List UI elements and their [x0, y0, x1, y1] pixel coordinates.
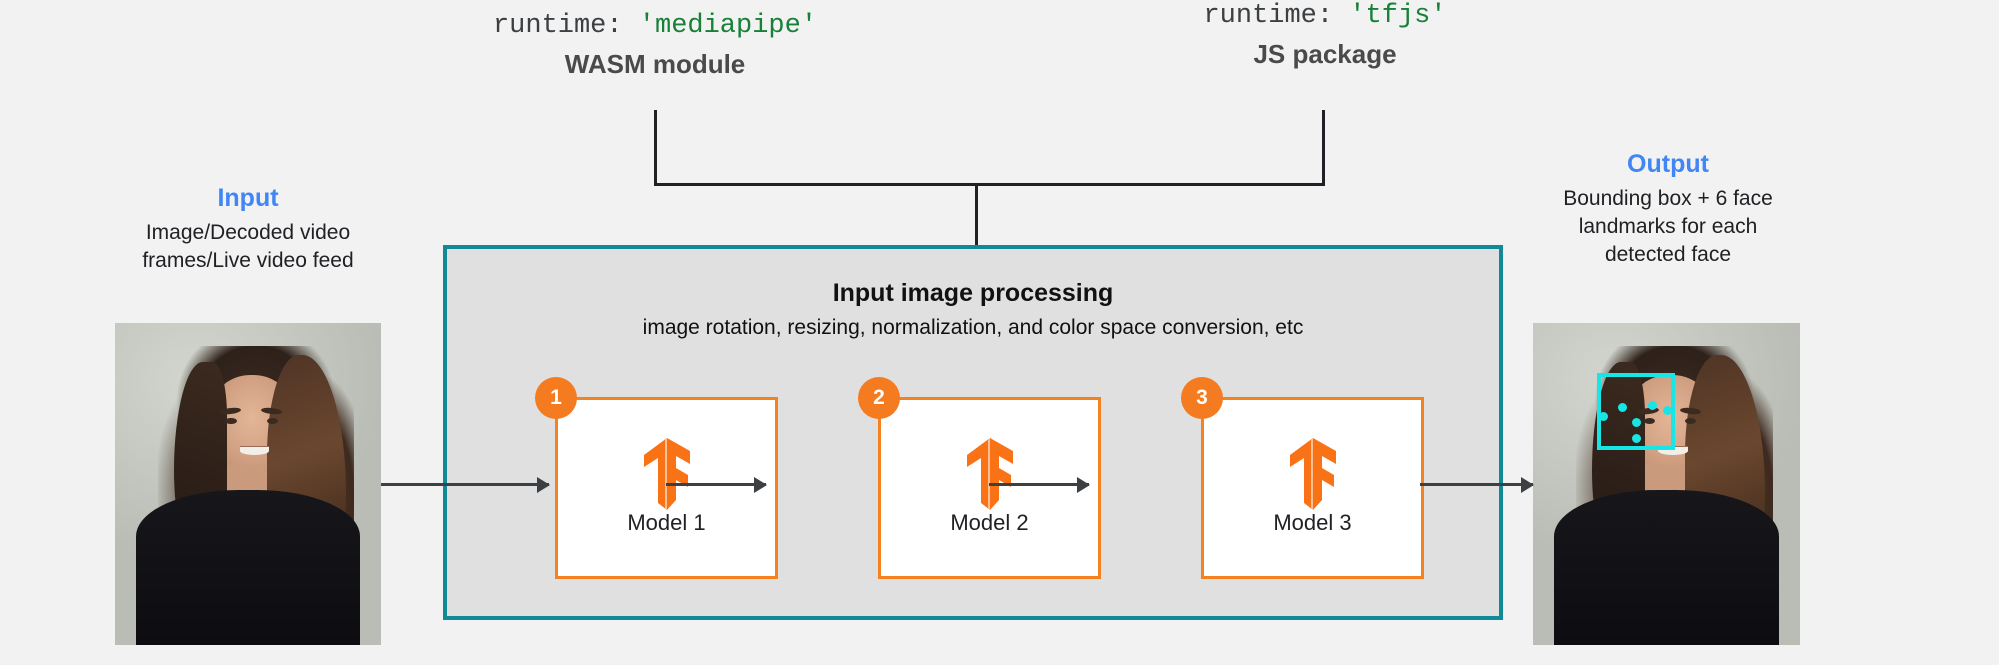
input-caption: Input Image/Decoded video frames/Live vi…: [100, 182, 396, 275]
eye-left: [225, 417, 237, 425]
torso-shape: [1554, 490, 1779, 645]
runtime-code-tfjs: runtime: 'tfjs': [1010, 0, 1640, 34]
model-badge-2: 2: [858, 377, 900, 419]
runtime-label-mediapipe: runtime: 'mediapipe' WASM module: [340, 10, 970, 82]
processing-subtitle: image rotation, resizing, normalization,…: [642, 316, 1304, 339]
landmark-mouth: [1632, 434, 1641, 443]
processing-title: Input image processing: [832, 279, 1114, 307]
output-photo: [1533, 323, 1800, 645]
connector-crossbar: [654, 183, 1325, 186]
runtime-key-mediapipe: runtime:: [492, 11, 623, 41]
input-photo: [115, 323, 381, 645]
runtime-subtitle-wasm: WASM module: [564, 48, 746, 79]
input-description-line1: Image/Decoded video: [145, 220, 351, 244]
model-label-2: Model 2: [950, 510, 1029, 535]
output-description-line2: landmarks for each: [1578, 214, 1758, 238]
input-description-line2: frames/Live video feed: [142, 248, 354, 272]
model-card-3[interactable]: Model 3: [1201, 397, 1424, 579]
model-badge-3: 3: [1181, 377, 1223, 419]
tensorflow-logo-icon: [966, 438, 1013, 510]
output-description-line3: detected face: [1604, 242, 1732, 266]
arrow-model2-to-model3: [989, 483, 1089, 486]
output-description-line1: Bounding box + 6 face: [1563, 186, 1773, 210]
input-image-processing-container: Input image processing image rotation, r…: [443, 245, 1503, 620]
eye-right: [1685, 417, 1697, 425]
landmark-nose: [1632, 418, 1641, 427]
runtime-key-tfjs: runtime:: [1203, 1, 1334, 31]
connector-stem-center: [975, 183, 978, 249]
arrow-model3-to-output: [1420, 483, 1533, 486]
runtime-value-mediapipe: 'mediapipe': [638, 11, 818, 41]
connector-stem-right: [1322, 110, 1325, 186]
tensorflow-logo-icon: [1289, 438, 1336, 510]
model-card-2[interactable]: Model 2: [878, 397, 1101, 579]
landmark-ear-right: [1663, 406, 1672, 415]
connector-stem-left: [654, 110, 657, 186]
runtime-subtitle-js-package: JS package: [1253, 38, 1397, 69]
mouth-shape: [1658, 446, 1688, 456]
eye-right: [266, 417, 278, 425]
torso-shape: [136, 490, 360, 645]
output-title: Output: [1627, 150, 1709, 178]
output-caption: Output Bounding box + 6 face landmarks f…: [1548, 148, 1788, 269]
arrow-model1-to-model2: [666, 483, 766, 486]
face-bounding-box: [1597, 373, 1675, 450]
mouth-shape: [240, 446, 270, 456]
landmark-eye-right: [1648, 401, 1657, 410]
input-title: Input: [217, 184, 279, 212]
runtime-value-tfjs: 'tfjs': [1349, 1, 1447, 31]
landmark-ear-left: [1599, 412, 1608, 421]
runtime-label-tfjs: runtime: 'tfjs' JS package: [1010, 0, 1640, 72]
arrow-input-to-model1: [381, 483, 549, 486]
model-label-1: Model 1: [627, 510, 706, 535]
tensorflow-logo-icon: [643, 438, 690, 510]
model-label-3: Model 3: [1273, 510, 1352, 535]
model-badge-1: 1: [535, 377, 577, 419]
runtime-code-mediapipe: runtime: 'mediapipe': [340, 10, 970, 44]
model-card-1[interactable]: Model 1: [555, 397, 778, 579]
landmark-eye-left: [1618, 403, 1627, 412]
eye-left: [1643, 417, 1655, 425]
